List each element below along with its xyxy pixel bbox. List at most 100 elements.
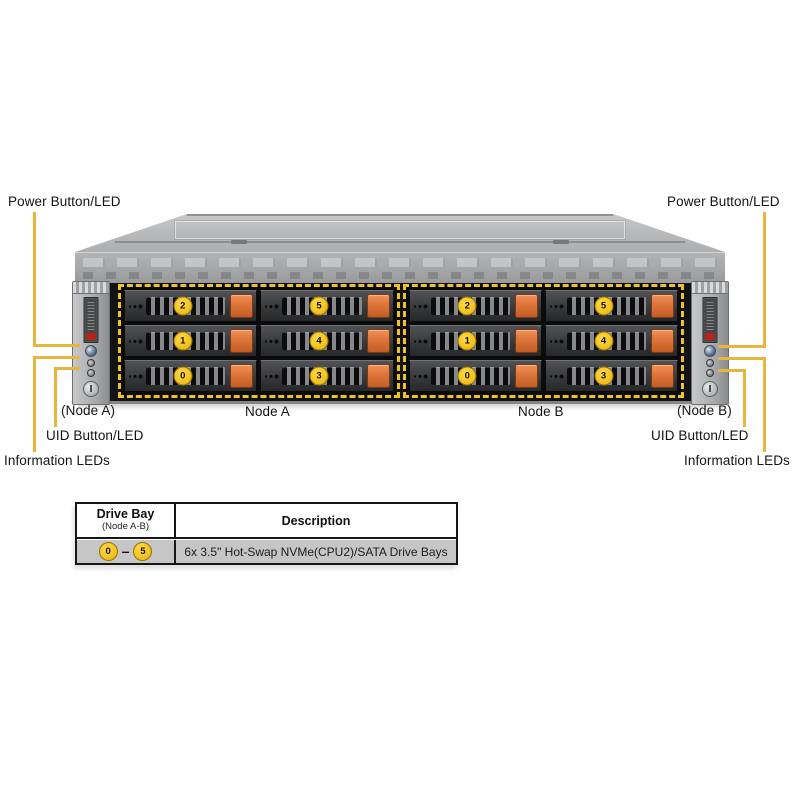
lid-rear-edge — [186, 214, 614, 216]
drive-bay-header-text: Drive Bay — [96, 507, 155, 522]
drive-number-badge: 1 — [173, 331, 193, 351]
drive-bay-a5: 5 — [260, 290, 394, 322]
drive-bay-b2: 2 — [408, 290, 542, 322]
spec-table-header-row: Drive Bay (Node A-B) Description — [77, 504, 456, 539]
drive-latch — [230, 363, 254, 389]
information-led-icon — [87, 359, 95, 367]
ear-mount-bracket — [73, 282, 109, 294]
lid-recessed-panel — [175, 221, 625, 239]
left-rack-ear-control-panel — [72, 281, 110, 405]
drive-number-badge: 2 — [457, 296, 477, 316]
spec-table-data-row: 0 – 5 6x 3.5" Hot-Swap NVMe(CPU2)/SATA D… — [77, 539, 456, 563]
drive-number-badge: 0 — [173, 366, 193, 386]
drive-bay-a4: 4 — [260, 325, 394, 357]
drive-number-badge: 2 — [173, 296, 193, 316]
drive-latch — [651, 328, 674, 354]
lid-latch-mark — [553, 240, 569, 244]
leader-line-uid-left-v — [54, 367, 57, 427]
drive-led-dots — [548, 303, 564, 309]
keylock-icon — [83, 381, 99, 397]
lid-latch-mark — [231, 240, 247, 244]
drive-latch — [651, 363, 674, 389]
label-information-leds-right: Information LEDs — [684, 453, 790, 468]
logo-vertical-text — [706, 301, 714, 330]
information-led-icon — [706, 359, 714, 367]
rim-emboss-row — [83, 272, 717, 279]
drive-latch — [366, 293, 390, 319]
logo-vertical-text — [87, 301, 95, 330]
spec-table-header-drive-bay: Drive Bay (Node A-B) — [77, 504, 176, 537]
label-uid-button-led-right: UID Button/LED — [651, 428, 749, 443]
drive-number-badge: 0 — [457, 366, 477, 386]
drive-latch — [366, 328, 390, 354]
power-button-icon — [704, 345, 716, 357]
drive-bay-spec-table: Drive Bay (Node A-B) Description 0 – 5 6… — [75, 502, 458, 565]
drive-led-dots — [264, 303, 280, 309]
drive-led-dots — [128, 303, 143, 309]
leader-line-power-left-h — [33, 344, 80, 347]
drive-led-dots — [412, 373, 428, 379]
label-node-a: Node A — [245, 404, 290, 419]
drive-led-dots — [548, 338, 564, 344]
right-rack-ear-control-panel — [691, 281, 729, 405]
drive-latch — [366, 363, 390, 389]
uid-led-icon — [706, 369, 714, 377]
drive-bay-a2: 2 — [124, 290, 258, 322]
drive-led-dots — [548, 373, 564, 379]
drive-led-dots — [412, 303, 428, 309]
drive-bay-subheader-text: (Node A-B) — [102, 521, 149, 533]
drive-led-dots — [128, 373, 143, 379]
uid-led-icon — [87, 369, 95, 377]
drive-number-badge: 3 — [309, 366, 329, 386]
leader-line-uid-right-h — [718, 369, 746, 372]
leader-line-uid-left-h — [54, 367, 80, 370]
label-node-b: Node B — [518, 404, 564, 419]
power-button-icon — [85, 345, 97, 357]
bay-range-start-badge: 0 — [98, 542, 118, 561]
logo-red-mark — [705, 333, 715, 340]
keylock-icon — [702, 381, 718, 397]
label-uid-button-led-left: UID Button/LED — [46, 428, 144, 443]
bay-range-end-badge: 5 — [133, 542, 153, 561]
drive-number-badge: 4 — [594, 331, 613, 351]
drive-latch — [514, 293, 538, 319]
drive-bay-a0: 0 — [124, 360, 258, 392]
drive-bay-a3: 3 — [260, 360, 394, 392]
leader-line-uid-right-v — [743, 369, 746, 427]
label-power-button-led-left: Power Button/LED — [8, 194, 121, 209]
drive-latch — [651, 293, 674, 319]
leader-line-info-left-h — [33, 356, 80, 359]
drive-led-dots — [264, 338, 280, 344]
leader-line-power-right-h — [718, 345, 766, 348]
drive-led-dots — [128, 338, 143, 344]
drive-led-dots — [264, 373, 280, 379]
drive-latch — [230, 328, 254, 354]
drive-bay-b1: 1 — [408, 325, 542, 357]
drive-number-badge: 3 — [594, 366, 613, 386]
drive-number-badge: 4 — [309, 331, 329, 351]
supermicro-logo-strip — [702, 297, 718, 343]
lid-front-groove — [115, 241, 685, 243]
drive-bay-area: 2 5 1 4 — [118, 284, 684, 398]
drive-latch — [514, 363, 538, 389]
drive-bay-b4: 4 — [544, 325, 678, 357]
drive-bay-b5: 5 — [544, 290, 678, 322]
chassis-front-rim — [75, 252, 725, 284]
ear-mount-bracket — [692, 282, 728, 294]
bay-range-dash: – — [121, 542, 130, 559]
rim-emboss-row — [83, 258, 717, 267]
leader-line-info-right-v — [763, 357, 766, 452]
spec-table-description-cell: 6x 3.5" Hot-Swap NVMe(CPU2)/SATA Drive B… — [176, 540, 456, 563]
drive-bay-a1: 1 — [124, 325, 258, 357]
drive-number-badge: 5 — [309, 296, 329, 316]
node-b-drive-group: 2 5 1 4 — [402, 284, 684, 398]
drive-number-badge: 1 — [457, 331, 477, 351]
drive-bay-b0: 0 — [408, 360, 542, 392]
leader-line-power-left-v — [33, 212, 36, 347]
drive-led-dots — [412, 338, 428, 344]
spec-table-bay-range-cell: 0 – 5 — [77, 540, 176, 563]
chassis-drop-shadow — [78, 403, 722, 410]
chassis-front-panel: 2 5 1 4 — [75, 283, 725, 404]
label-node-a-paren: (Node A) — [61, 403, 116, 418]
